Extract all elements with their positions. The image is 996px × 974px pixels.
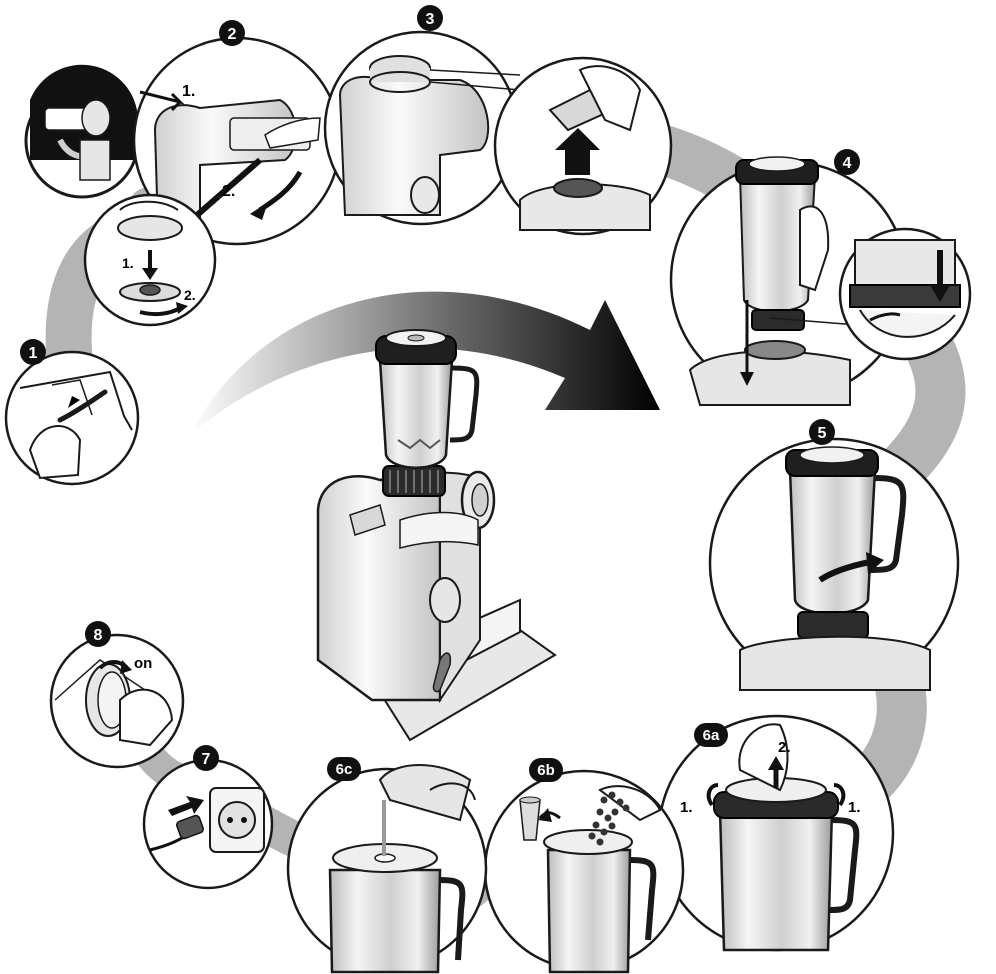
step-3-badge: 3 [417,5,443,31]
step-1-panel [6,352,138,484]
step-3-badge-label: 3 [426,11,435,28]
step-2-label-2: 2. [222,183,235,200]
step-7-badge: 7 [193,745,219,771]
step-8-badge-label: 8 [94,627,103,644]
step-6c-badge: 6c [327,757,361,781]
step-6b-panel [485,771,683,972]
step-6a-label-right: 1. [848,799,861,816]
step-2-sub-panel: 1. 2. [85,195,215,325]
step-2-badge: 2 [219,20,245,46]
step-6a-badge: 6a [694,723,728,747]
step-7-badge-label: 7 [202,751,211,768]
wall-socket-icon [210,788,264,852]
step-8-badge: 8 [85,621,111,647]
step-6a-badge-label: 6a [703,727,720,744]
step-6b-badge-label: 6b [537,762,555,779]
step-8-panel: on [51,635,183,767]
step-3-sub-panel [495,58,671,234]
step-6a-label-left: 1. [680,799,693,816]
central-appliance [318,330,555,740]
step-6c-badge-label: 6c [336,761,353,778]
step-5-panel [710,439,958,690]
step-6b-badge: 6b [529,758,563,782]
step-4-badge-label: 4 [843,155,852,172]
step-5-badge: 5 [809,419,835,445]
step-2-badge-label: 2 [228,26,237,43]
step-4-sub-panel [840,229,970,359]
step-5-badge-label: 5 [818,425,827,442]
step-7-panel [144,760,272,888]
step-3-panel [325,32,520,224]
step-2-label-1: 1. [182,83,195,100]
step-2-sub-label-2: 2. [184,287,196,303]
step-2-sub-label-1: 1. [122,255,134,271]
step-6a-panel: 1. 1. 2. [659,716,893,950]
step-6a-label-top: 2. [778,739,791,756]
step-4-badge: 4 [834,149,860,175]
step-8-on-label: on [134,655,152,672]
step-1-badge: 1 [20,339,46,365]
step-1-badge-label: 1 [29,345,38,362]
storage-inset [26,65,138,197]
step-6c-panel [288,765,486,972]
